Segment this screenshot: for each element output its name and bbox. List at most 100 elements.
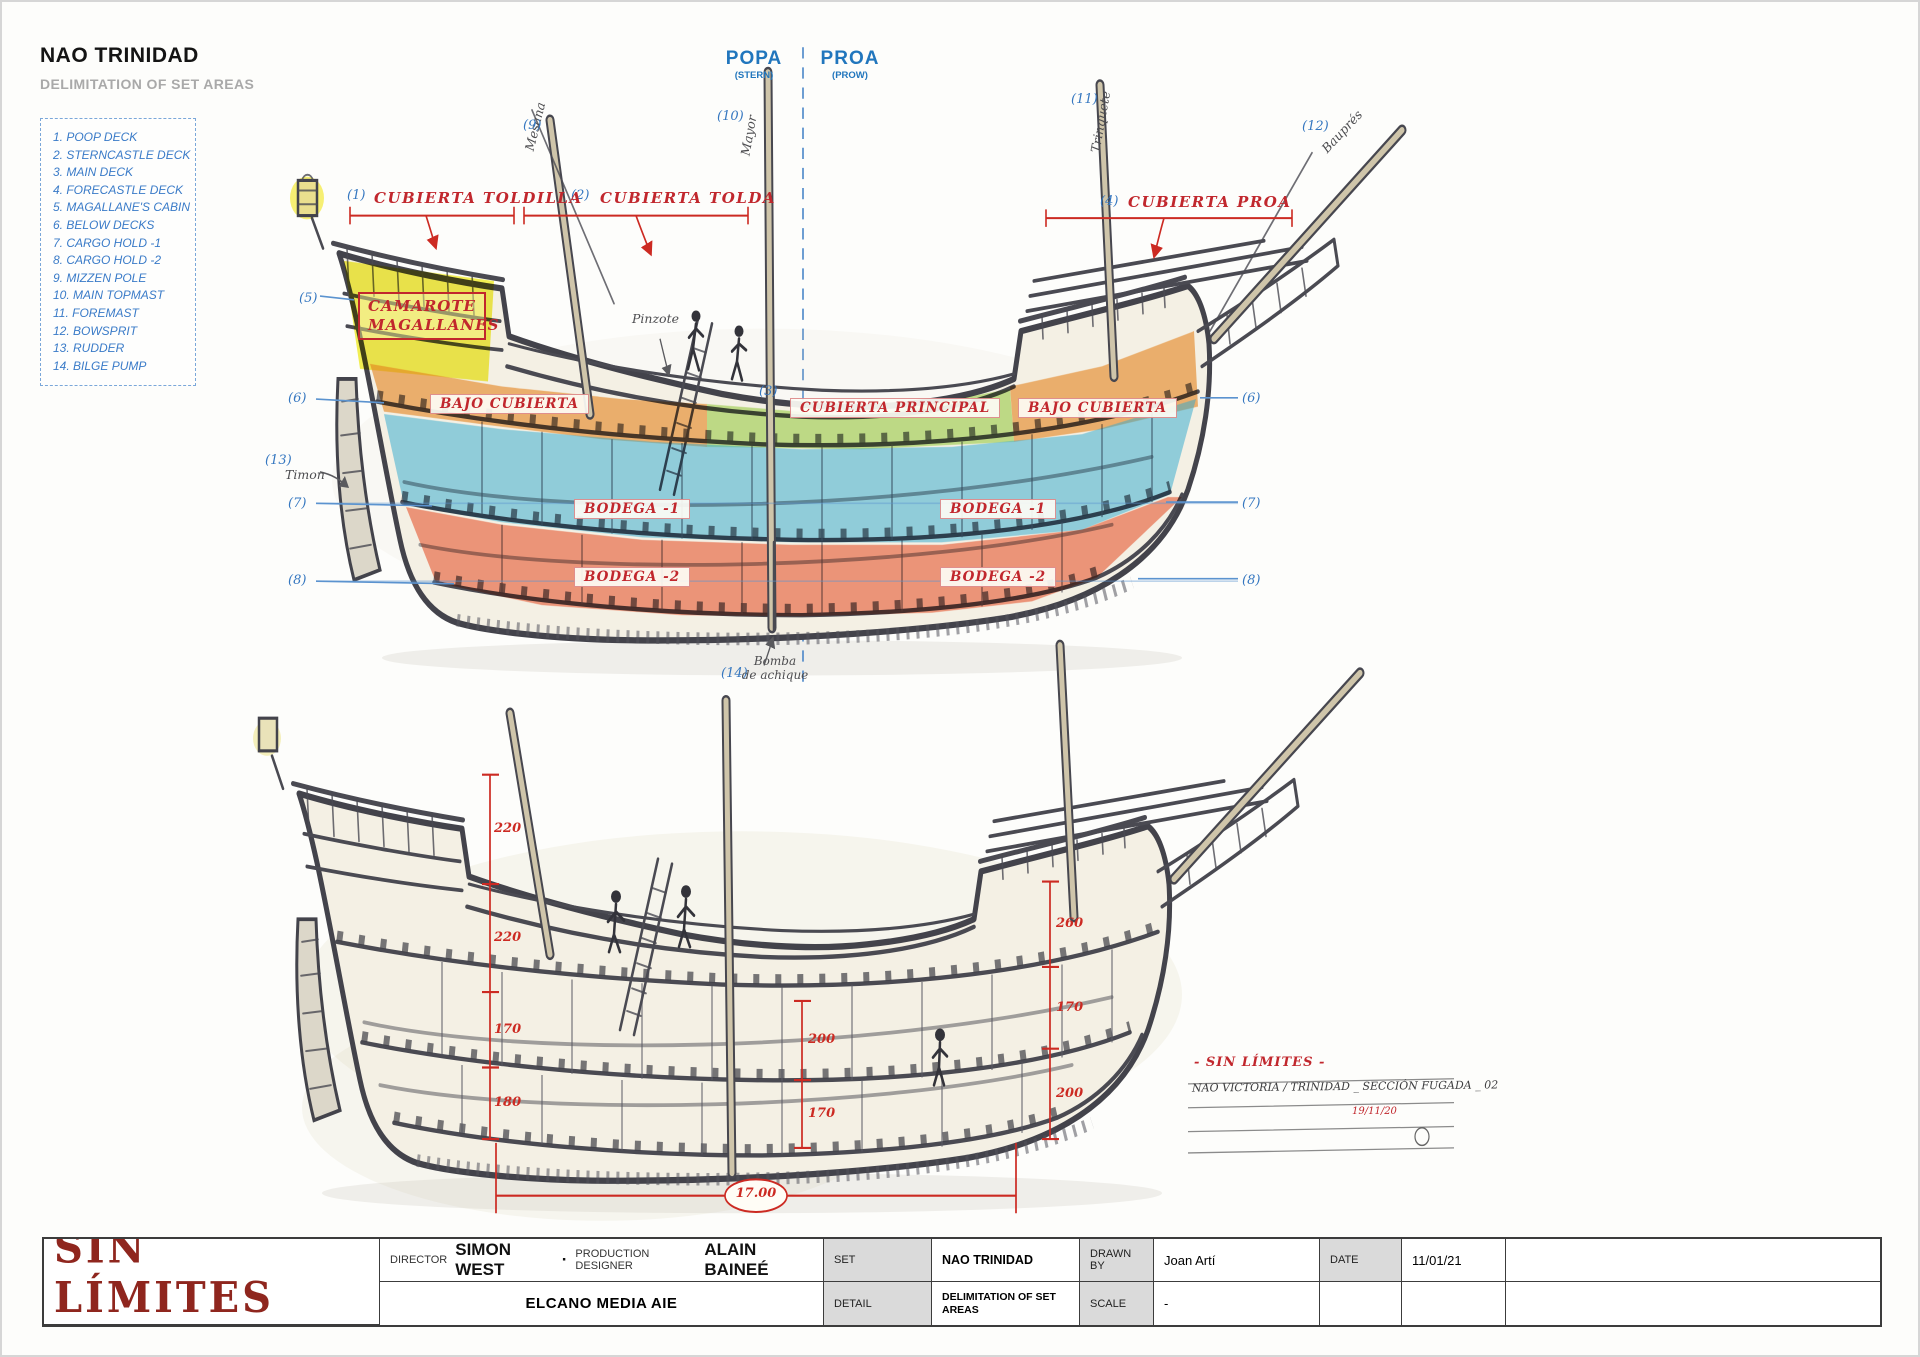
label-cubierta-principal: CUBIERTA PRINCIPAL [790, 398, 1001, 418]
label-bomba-achique: Bomba de achique [740, 654, 810, 682]
label-cubierta-proa: CUBIERTA PROA [1128, 193, 1292, 211]
crew-figure [686, 310, 705, 372]
crew-figure [730, 325, 748, 382]
legend-item: 14. BILGE PUMP [53, 358, 147, 373]
bomba-line2: de achique [741, 668, 809, 682]
label-bodega1-left: BODEGA -1 [574, 499, 691, 519]
legend-item: 12. BOWSPRIT [53, 323, 138, 338]
stern-lantern [257, 716, 279, 753]
camarote-line2: MAGALLANES [368, 316, 500, 334]
scale-value-cell: - [1154, 1282, 1320, 1325]
popa-label: POPA [725, 48, 783, 69]
logo-text: SIN LÍMITES [54, 1239, 274, 1322]
label-pinzote: Pinzote [632, 311, 679, 326]
dim-left-2: 220 [494, 930, 522, 945]
crew-figure [676, 885, 696, 949]
callout-8-left: (8) [288, 573, 307, 588]
callout-12: (12) [1302, 119, 1329, 134]
callout-2: (2) [571, 188, 590, 203]
dim-center-1: 200 [808, 1032, 836, 1047]
legend-item: 2. STERNCASTLE DECK [53, 147, 191, 162]
label-bajo-cubierta-left: BAJO CUBIERTA [430, 394, 590, 414]
callout-3: (3) [759, 384, 778, 399]
legend-item: 8. CARGO HOLD -2 [53, 253, 162, 268]
dim-left-3: 170 [494, 1022, 522, 1037]
legend-item: 13. RUDDER [53, 341, 125, 356]
sheet-subtitle: DELIMITATION OF SET AREAS [40, 76, 255, 92]
empty-cell [1402, 1282, 1506, 1325]
label-timon: Timon [285, 467, 325, 482]
note-title: - SIN LÍMITES - [1194, 1055, 1326, 1070]
dim-right-2: 170 [1056, 1000, 1084, 1015]
date-value-cell: 11/01/21 [1402, 1239, 1506, 1282]
popa-sub-label: (STERN) [734, 70, 774, 81]
callout-9: (9) [523, 118, 542, 133]
callout-8-right: (8) [1242, 573, 1261, 588]
label-cubierta-tolda: CUBIERTA TOLDA [600, 189, 776, 207]
company-cell: ELCANO MEDIA AIE [380, 1282, 824, 1325]
bomba-line1: Bomba [753, 654, 797, 668]
callout-6-right: (6) [1242, 391, 1261, 406]
proa-prow-label: PROA (PROW) [802, 48, 898, 81]
legend-item: 1. POOP DECK [53, 130, 138, 144]
drawn-by-value-cell: Joan Artí [1154, 1239, 1320, 1282]
callout-leader-lines [315, 295, 1238, 585]
logo-subtext: (BOUNDLESS) [67, 1323, 355, 1325]
legend-item: 6. BELOW DECKS [53, 217, 155, 232]
callout-6-left: (6) [288, 391, 307, 406]
empty-cell [1320, 1282, 1402, 1325]
set-areas-legend: 1. POOP DECK 2. STERNCASTLE DECK 3. MAIN… [40, 118, 196, 387]
credits-row: DIRECTOR SIMON WEST · PRODUCTION DESIGNE… [380, 1239, 824, 1282]
note-date: 19/11/20 [1352, 1106, 1397, 1117]
title-note-ruled-lines [1187, 1078, 1455, 1154]
callout-11: (11) [1071, 92, 1098, 107]
label-bodega1-right: BODEGA -1 [940, 499, 1057, 519]
callout-10: (10) [717, 109, 744, 124]
production-logo: SIN LÍMITES (BOUNDLESS) [44, 1239, 380, 1325]
legend-item: 11. FOREMAST [53, 305, 139, 320]
stern-lantern [296, 178, 319, 218]
production-designer-name: ALAIN BAINEÉ [704, 1240, 769, 1279]
legend-item: 4. FORECASTLE DECK [53, 182, 184, 197]
dim-right-3: 200 [1056, 1086, 1084, 1101]
legend-item: 5. MAGALLANE'S CABIN [53, 200, 191, 215]
empty-cell [1506, 1239, 1880, 1282]
crew-figure [931, 1028, 949, 1087]
label-camarote-magallanes: CAMAROTE MAGALLANES [358, 292, 500, 340]
credits-separator: · [561, 1250, 568, 1269]
detail-value-cell: DELIMITATION OF SET AREAS [932, 1282, 1080, 1325]
dim-overall-length: 17.00 [735, 1186, 777, 1201]
label-bodega2-left: BODEGA -2 [574, 567, 691, 587]
legend-item: 7. CARGO HOLD -1 [53, 235, 162, 250]
crew-figure [606, 890, 626, 954]
label-bodega2-right: BODEGA -2 [940, 567, 1057, 587]
callout-1: (1) [347, 188, 366, 203]
scale-label-cell: SCALE [1080, 1282, 1154, 1325]
callout-7-left: (7) [288, 496, 307, 511]
label-cubierta-toldilla: CUBIERTA TOLDILLA [374, 189, 583, 207]
dim-right-1: 260 [1056, 916, 1084, 931]
callout-13: (13) [265, 453, 292, 468]
detail-label-cell: DETAIL [824, 1282, 932, 1325]
director-label: DIRECTOR [390, 1254, 448, 1266]
callout-4: (4) [1100, 194, 1119, 209]
title-block: SIN LÍMITES (BOUNDLESS) DIRECTOR SIMON W… [42, 1237, 1882, 1327]
date-label-cell: DATE [1320, 1239, 1402, 1282]
dim-left-4: 180 [494, 1095, 522, 1110]
legend-item: 10. MAIN TOPMAST [53, 288, 165, 303]
legend-item: 9. MIZZEN POLE [53, 270, 147, 285]
bottom-ship-drawing [253, 639, 1365, 1221]
deck-annotation-lines [349, 206, 1293, 259]
production-designer-label: PRODUCTION DESIGNER [575, 1248, 650, 1272]
callout-5: (5) [299, 291, 318, 306]
dim-center-2: 170 [808, 1106, 836, 1121]
small-pointer-arrows [319, 338, 776, 666]
dim-left-1: 220 [494, 821, 522, 836]
set-label-cell: SET [824, 1239, 932, 1282]
director-name: SIMON WEST [455, 1240, 511, 1279]
callout-7-right: (7) [1242, 496, 1261, 511]
red-dimension-lines [482, 773, 1059, 1214]
proa-sub-label: (PROW) [832, 70, 868, 81]
